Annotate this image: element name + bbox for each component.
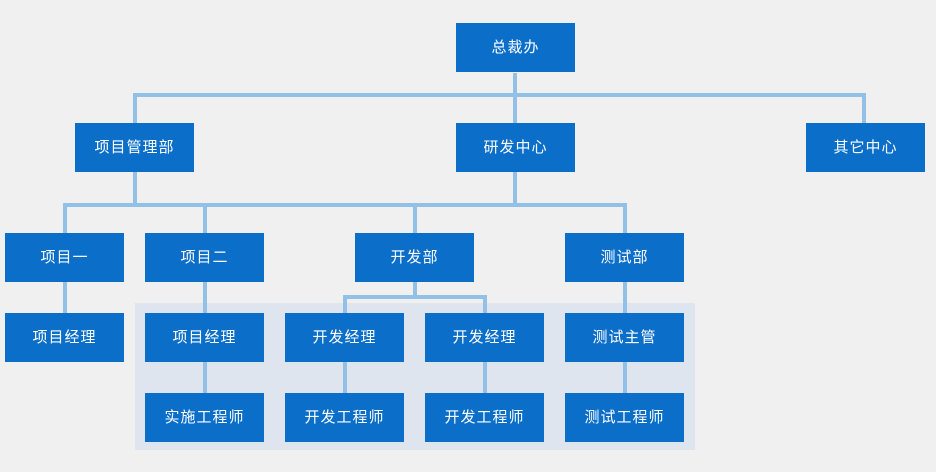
node-rd-center[interactable]: 研发中心 xyxy=(456,123,575,172)
connector-testing-dept-to-supervisor xyxy=(623,281,627,313)
connector-level3-bus xyxy=(63,203,626,207)
node-testing-dept[interactable]: 测试部 xyxy=(565,233,684,282)
node-development-manager-1-label: 开发经理 xyxy=(312,329,377,346)
node-rd-center-label: 研发中心 xyxy=(483,139,548,156)
node-implementation-engineer-label: 实施工程师 xyxy=(164,409,245,426)
node-implementation-engineer[interactable]: 实施工程师 xyxy=(145,393,264,442)
node-test-engineer[interactable]: 测试工程师 xyxy=(565,393,684,442)
connector-drop-project-two xyxy=(203,203,207,233)
connector-development-manager-2-to-engineer xyxy=(483,361,487,393)
connector-drop-development-manager-1 xyxy=(343,295,347,313)
connector-drop-other-center xyxy=(862,93,866,123)
connector-development-dept-stem xyxy=(413,281,417,299)
connector-project-one-to-manager xyxy=(63,281,67,313)
connector-drop-project-one xyxy=(63,203,67,233)
node-development-engineer-1-label: 开发工程师 xyxy=(304,409,385,426)
connector-drop-testing-dept xyxy=(623,203,627,233)
node-development-engineer-1[interactable]: 开发工程师 xyxy=(285,393,404,442)
node-project-one-label: 项目一 xyxy=(40,249,89,266)
node-project-manager-2-label: 项目经理 xyxy=(172,329,237,346)
connector-development-split-bus xyxy=(343,295,487,299)
connector-drop-development-dept xyxy=(413,203,417,233)
connector-drop-rd-center xyxy=(513,93,517,123)
connector-rd-center-stem xyxy=(513,171,517,207)
node-project-manager-1[interactable]: 项目经理 xyxy=(5,313,124,362)
node-development-dept[interactable]: 开发部 xyxy=(355,233,474,282)
node-ceo-office[interactable]: 总裁办 xyxy=(456,23,575,72)
node-development-manager-2[interactable]: 开发经理 xyxy=(425,313,544,362)
connector-project-management-stem xyxy=(133,171,137,207)
connector-level2-bus xyxy=(133,93,866,97)
connector-test-supervisor-to-engineer xyxy=(623,361,627,393)
node-testing-dept-label: 测试部 xyxy=(600,249,649,266)
node-project-manager-2[interactable]: 项目经理 xyxy=(145,313,264,362)
node-development-engineer-2[interactable]: 开发工程师 xyxy=(425,393,544,442)
connector-ceo-stem xyxy=(513,73,517,97)
node-development-engineer-2-label: 开发工程师 xyxy=(444,409,525,426)
node-test-engineer-label: 测试工程师 xyxy=(584,409,665,426)
node-development-dept-label: 开发部 xyxy=(390,249,439,266)
node-project-two[interactable]: 项目二 xyxy=(145,233,264,282)
node-other-center[interactable]: 其它中心 xyxy=(806,123,925,172)
node-project-two-label: 项目二 xyxy=(180,249,229,266)
node-other-center-label: 其它中心 xyxy=(833,139,898,156)
connector-project-manager-2-to-engineer xyxy=(203,361,207,393)
node-development-manager-1[interactable]: 开发经理 xyxy=(285,313,404,362)
node-project-manager-1-label: 项目经理 xyxy=(32,329,97,346)
connector-drop-project-management xyxy=(133,93,137,123)
node-project-one[interactable]: 项目一 xyxy=(5,233,124,282)
connector-project-two-to-manager xyxy=(203,281,207,313)
node-project-management-dept-label: 项目管理部 xyxy=(94,139,175,156)
node-test-supervisor-label: 测试主管 xyxy=(592,329,657,346)
node-ceo-office-label: 总裁办 xyxy=(491,39,540,56)
connector-development-manager-1-to-engineer xyxy=(343,361,347,393)
node-development-manager-2-label: 开发经理 xyxy=(452,329,517,346)
node-project-management-dept[interactable]: 项目管理部 xyxy=(75,123,194,172)
node-test-supervisor[interactable]: 测试主管 xyxy=(565,313,684,362)
connector-drop-development-manager-2 xyxy=(483,295,487,313)
